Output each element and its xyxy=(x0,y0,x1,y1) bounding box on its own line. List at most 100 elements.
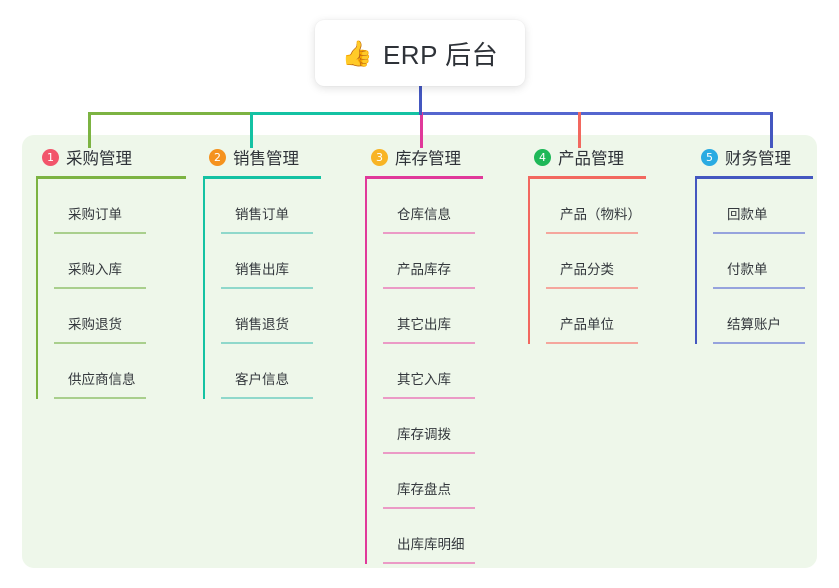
column-underline-4 xyxy=(528,176,646,179)
column-title-4: 产品管理 xyxy=(558,150,624,168)
leaf-underline xyxy=(221,397,313,399)
leaf-underline xyxy=(383,507,475,509)
leaf-label: 其它入库 xyxy=(397,372,451,387)
leaf-label: 库存盘点 xyxy=(397,482,451,497)
leaf-underline xyxy=(383,232,475,234)
leaf-label: 销售订单 xyxy=(235,207,289,222)
column-header-4[interactable]: 4 产品管理 xyxy=(528,145,646,169)
column-badge-3: 3 xyxy=(371,148,388,166)
leaf-underline xyxy=(221,342,313,344)
leaf-label: 产品分类 xyxy=(560,262,614,277)
list-item[interactable]: 采购订单 xyxy=(54,179,186,234)
column-3: 3 库存管理仓库信息产品库存其它出库其它入库库存调拨库存盘点出库库明细 xyxy=(365,145,483,564)
leaf-underline xyxy=(221,232,313,234)
leaf-label: 采购入库 xyxy=(68,262,122,277)
column-badge-5: 5 xyxy=(701,148,718,166)
leaf-label: 其它出库 xyxy=(397,317,451,332)
list-item[interactable]: 销售订单 xyxy=(221,179,321,234)
drop-product xyxy=(578,112,581,148)
segment-teal xyxy=(250,112,420,115)
column-title-3: 库存管理 xyxy=(395,150,461,168)
list-item[interactable]: 产品单位 xyxy=(546,289,646,344)
leaf-label: 供应商信息 xyxy=(68,372,136,387)
column-title-5: 财务管理 xyxy=(725,150,791,168)
leaf-label: 产品（物料） xyxy=(560,207,641,222)
column-body-1: 采购订单采购入库采购退货供应商信息 xyxy=(36,179,186,399)
list-item[interactable]: 库存调拨 xyxy=(383,399,483,454)
leaf-label: 客户信息 xyxy=(235,372,289,387)
list-item[interactable]: 销售退货 xyxy=(221,289,321,344)
leaf-underline xyxy=(383,452,475,454)
column-spine-1 xyxy=(36,179,38,399)
leaf-underline xyxy=(54,397,146,399)
leaf-underline xyxy=(546,287,638,289)
drop-finance xyxy=(770,112,773,148)
column-spine-3 xyxy=(365,179,367,564)
list-item[interactable]: 销售出库 xyxy=(221,234,321,289)
column-underline-1 xyxy=(36,176,186,179)
leaf-label: 销售出库 xyxy=(235,262,289,277)
list-item[interactable]: 采购入库 xyxy=(54,234,186,289)
leaf-underline xyxy=(54,232,146,234)
column-body-3: 仓库信息产品库存其它出库其它入库库存调拨库存盘点出库库明细 xyxy=(365,179,483,564)
column-badge-2: 2 xyxy=(209,148,226,166)
column-title-2: 销售管理 xyxy=(233,150,299,168)
leaf-label: 结算账户 xyxy=(727,317,781,332)
column-4: 4 产品管理产品（物料） 产品分类产品单位 xyxy=(528,145,646,344)
segment-blue xyxy=(420,112,772,115)
list-item[interactable]: 其它入库 xyxy=(383,344,483,399)
list-item[interactable]: 产品（物料） xyxy=(546,179,646,234)
column-header-3[interactable]: 3 库存管理 xyxy=(365,145,483,169)
column-underline-3 xyxy=(365,176,483,179)
column-5: 5 财务管理回款单付款单结算账户 xyxy=(695,145,813,344)
leaf-label: 产品单位 xyxy=(560,317,614,332)
leaf-underline xyxy=(383,562,475,564)
leaf-underline xyxy=(546,232,638,234)
list-item[interactable]: 产品分类 xyxy=(546,234,646,289)
list-item[interactable]: 客户信息 xyxy=(221,344,321,399)
list-item[interactable]: 结算账户 xyxy=(713,289,813,344)
root-node-label: ERP 后台 xyxy=(382,39,499,70)
list-item[interactable]: 出库库明细 xyxy=(383,509,483,564)
leaf-underline xyxy=(383,397,475,399)
column-spine-4 xyxy=(528,179,530,344)
column-body-5: 回款单付款单结算账户 xyxy=(695,179,813,344)
thumbs-up-icon: 👍 xyxy=(341,38,373,68)
list-item[interactable]: 其它出库 xyxy=(383,289,483,344)
leaf-underline xyxy=(383,342,475,344)
column-body-4: 产品（物料） 产品分类产品单位 xyxy=(528,179,646,344)
list-item[interactable]: 回款单 xyxy=(713,179,813,234)
column-title-1: 采购管理 xyxy=(66,150,132,168)
leaf-label: 销售退货 xyxy=(235,317,289,332)
leaf-underline xyxy=(383,287,475,289)
root-node-erp-backend[interactable]: 👍 ERP 后台 xyxy=(315,20,525,86)
leaf-underline xyxy=(54,287,146,289)
leaf-underline xyxy=(713,342,805,344)
column-spine-5 xyxy=(695,179,697,344)
leaf-label: 产品库存 xyxy=(397,262,451,277)
diagram-panel xyxy=(22,135,817,568)
drop-purchase xyxy=(88,112,91,148)
list-item[interactable]: 产品库存 xyxy=(383,234,483,289)
leaf-underline xyxy=(221,287,313,289)
list-item[interactable]: 付款单 xyxy=(713,234,813,289)
leaf-label: 仓库信息 xyxy=(397,207,451,222)
list-item[interactable]: 采购退货 xyxy=(54,289,186,344)
column-underline-5 xyxy=(695,176,813,179)
root-stem xyxy=(419,84,422,115)
list-item[interactable]: 供应商信息 xyxy=(54,344,186,399)
leaf-underline xyxy=(713,287,805,289)
column-badge-4: 4 xyxy=(534,148,551,166)
list-item[interactable]: 库存盘点 xyxy=(383,454,483,509)
column-header-5[interactable]: 5 财务管理 xyxy=(695,145,813,169)
leaf-label: 出库库明细 xyxy=(397,537,465,552)
column-header-2[interactable]: 2 销售管理 xyxy=(203,145,321,169)
list-item[interactable]: 仓库信息 xyxy=(383,179,483,234)
leaf-underline xyxy=(713,232,805,234)
leaf-label: 回款单 xyxy=(727,207,768,222)
leaf-label: 付款单 xyxy=(727,262,768,277)
column-underline-2 xyxy=(203,176,321,179)
